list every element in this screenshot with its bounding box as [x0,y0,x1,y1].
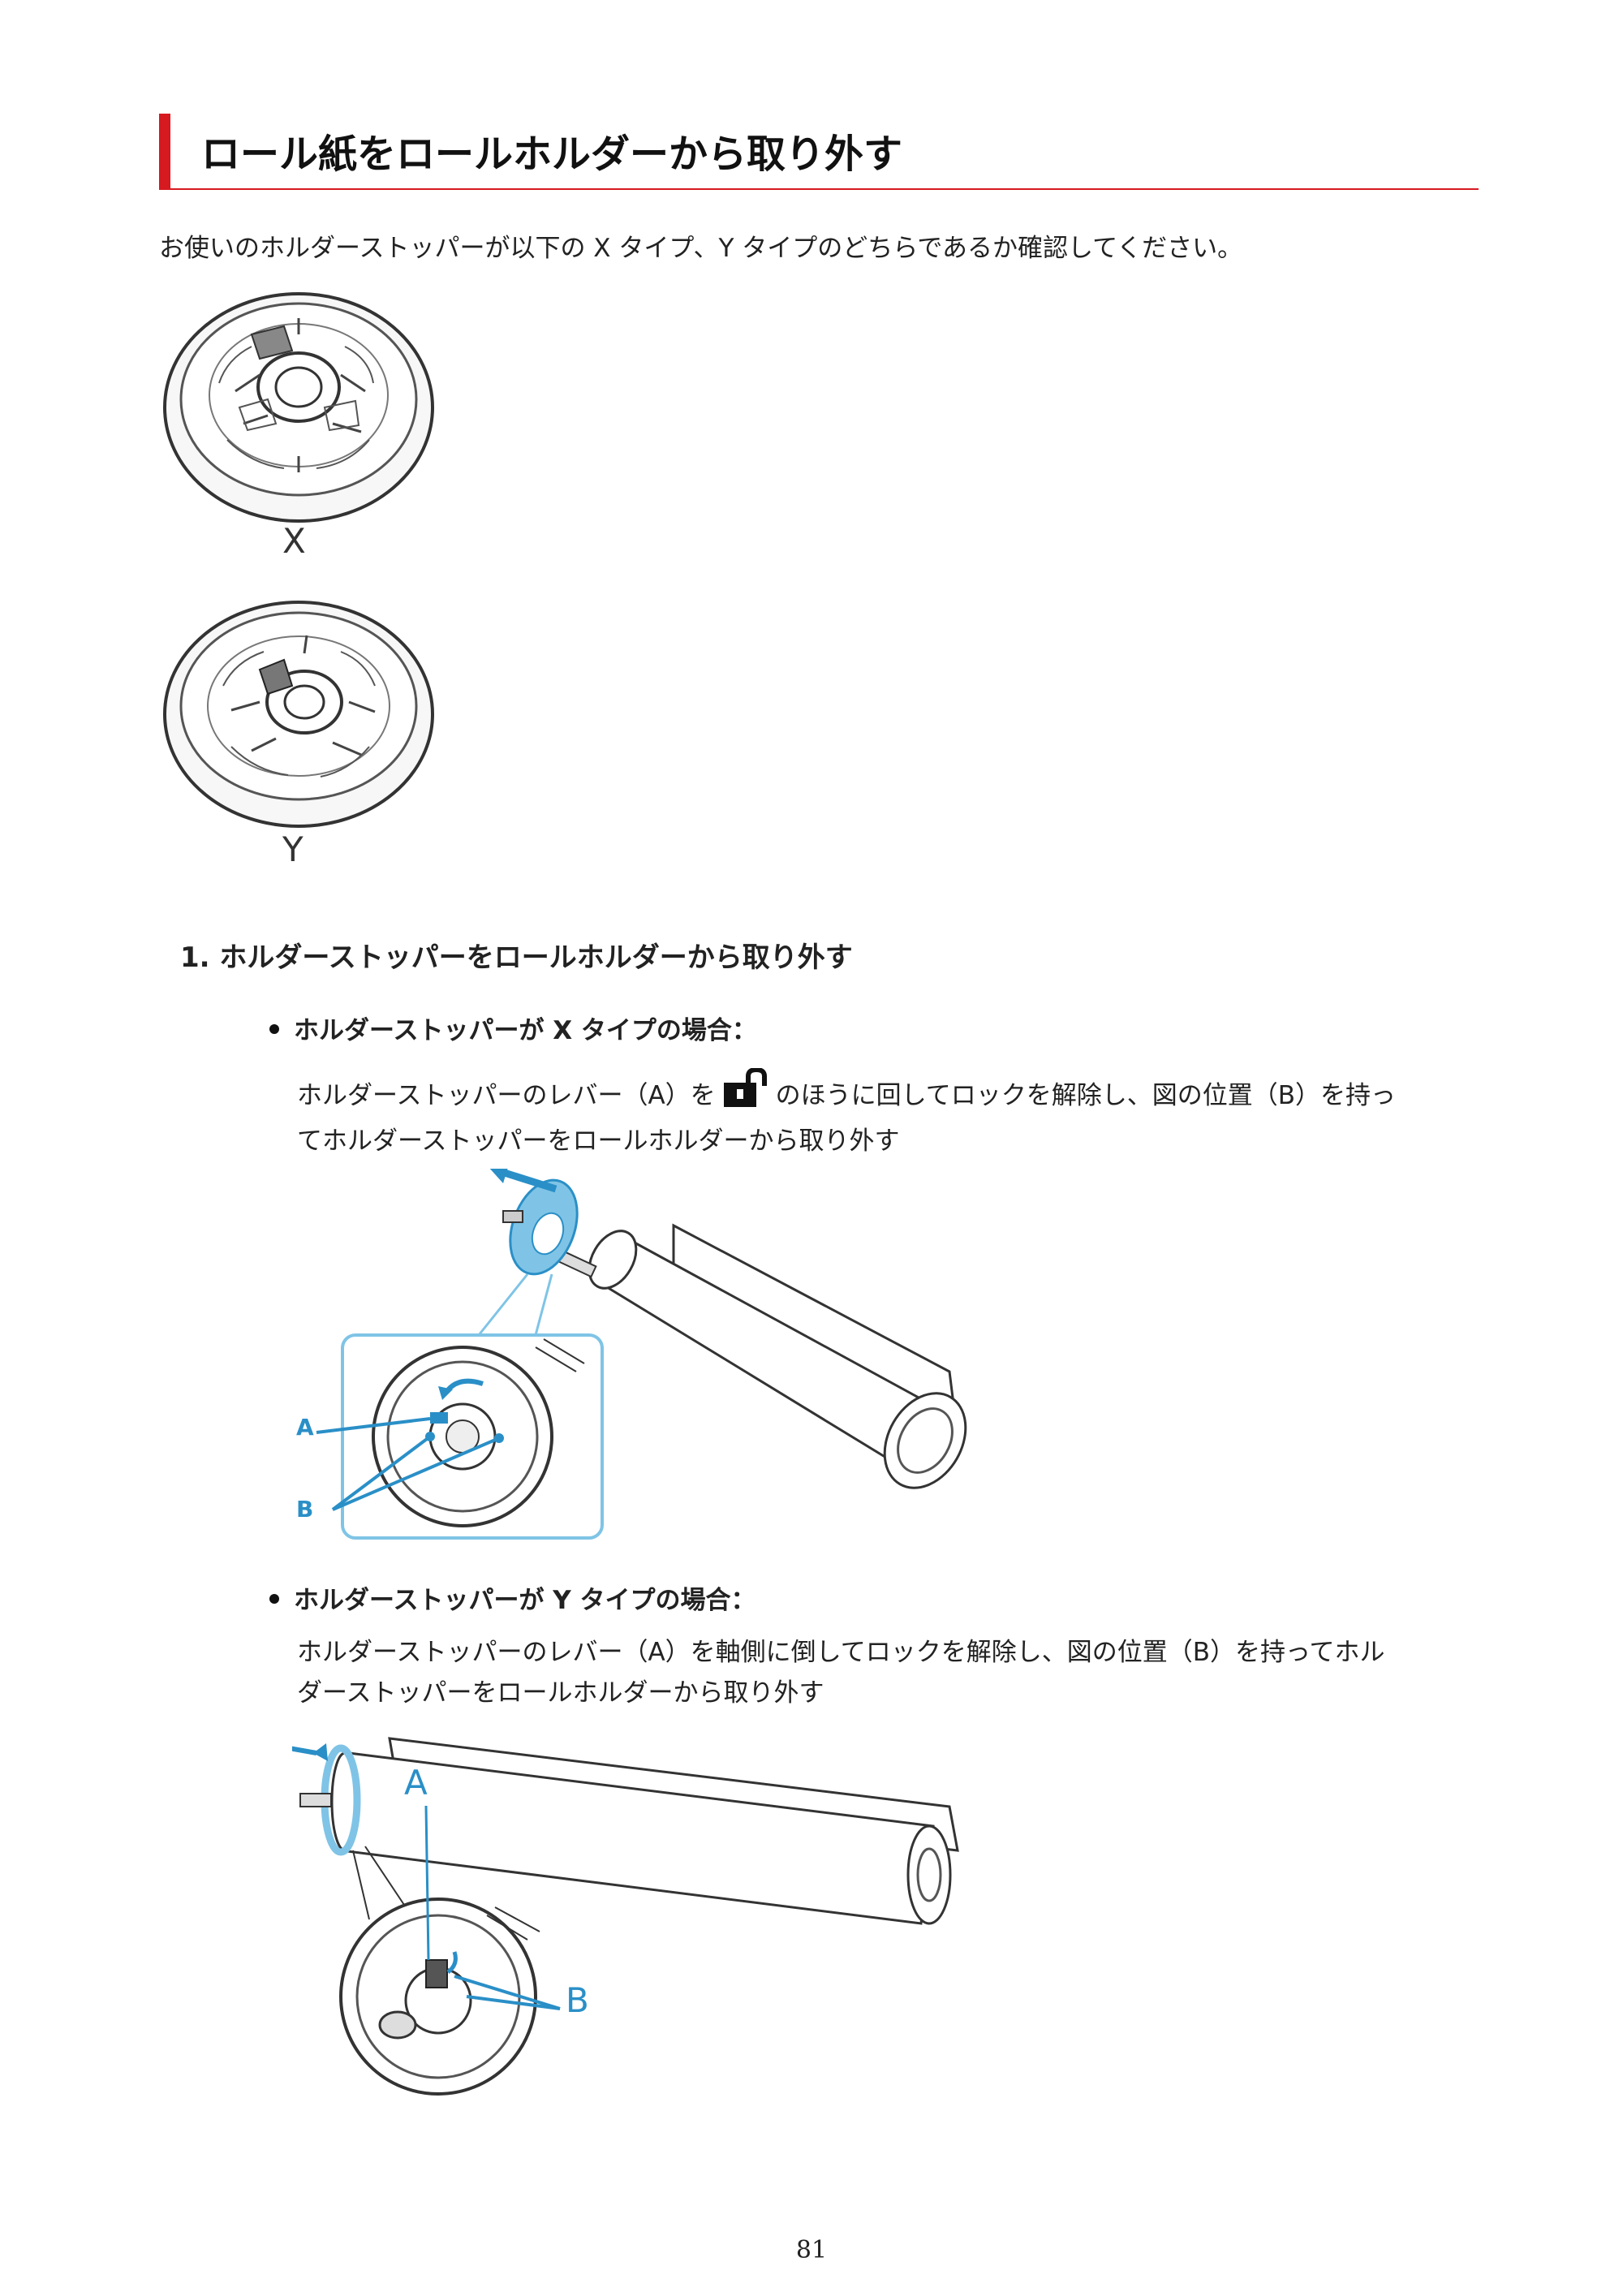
bullet-y-instruction-line2: ダーストッパーをロールホルダーから取り外す [297,1678,824,1708]
figure-x-label: X [282,521,306,561]
bullet-y-heading: ホルダーストッパーが Y タイプの場合： [294,1586,756,1615]
bullet-x-text-before: ホルダーストッパーのレバー（A）を [297,1081,716,1110]
bullet-x-text-after: のほうに回してロックを解除し、図の位置（B）を持っ [775,1081,1396,1110]
page-number: 81 [795,2236,828,2264]
bullet-x-label-a: A [296,1414,314,1441]
bullet-x-dot [269,1024,279,1034]
page-title: ロール紙をロールホルダーから取り外す [201,131,903,177]
step-1-heading: 1. ホルダーストッパーをロールホルダーから取り外す [180,941,853,974]
holder-stopper-type-y-image [163,601,434,828]
bullet-x-instruction-line1: ホルダーストッパーのレバー（A）を のほうに回してロックを解除し、図の位置（B）… [297,1066,1482,1120]
bullet-x-heading: ホルダーストッパーが X タイプの場合： [294,1016,757,1045]
bullet-y-dot [269,1594,279,1604]
bullet-y-label-a: A [404,1763,428,1803]
bullet-y-label-b: B [566,1980,589,2020]
bullet-y-instruction-line1: ホルダーストッパーのレバー（A）を軸側に倒してロックを解除し、図の位置（B）を持… [297,1638,1385,1667]
title-accent-bar [159,114,170,190]
type-y-removal-illustration [292,1737,959,2096]
figure-y-label: Y [282,829,304,869]
type-x-removal-illustration [316,1169,967,1540]
bullet-x-instruction-line2: てホルダーストッパーをロールホルダーから取り外す [297,1126,900,1156]
unlock-icon [721,1066,771,1120]
intro-text: お使いのホルダーストッパーが以下の X タイプ、Y タイプのどちらであるか確認し… [159,234,1243,263]
bullet-x-label-b: B [296,1496,314,1523]
holder-stopper-type-x-image [163,292,434,523]
title-divider [159,188,1479,190]
